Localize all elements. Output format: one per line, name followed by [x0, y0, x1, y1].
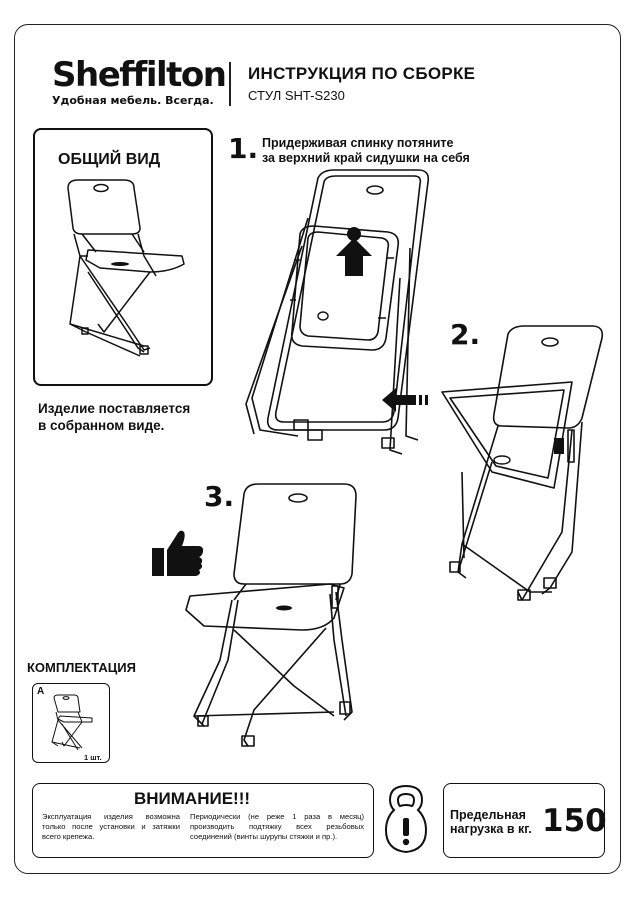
kettlebell-icon: [384, 784, 428, 854]
warning-text-right: Периодически (не реже 1 раза в месяц) пр…: [190, 812, 364, 841]
arrow-left-icon: [382, 388, 428, 412]
load-label: Предельная нагрузка в кг.: [450, 808, 532, 836]
kit-item-quantity: 1 шт.: [84, 753, 102, 762]
kit-title: КОМПЛЕКТАЦИЯ: [27, 660, 136, 675]
step-2-number: 2.: [450, 318, 481, 351]
load-label-line2: нагрузка в кг.: [450, 822, 532, 836]
chair-overview: [67, 179, 185, 357]
kit-item-chair: [51, 694, 93, 751]
brand-tagline: Удобная мебель. Всегда.: [52, 94, 214, 107]
load-label-line1: Предельная: [450, 808, 526, 822]
step-1-text: Придерживая спинку потяните за верхний к…: [262, 136, 470, 166]
brand-name: Sheffilton: [52, 55, 227, 95]
chair-unfolding: [441, 325, 604, 601]
chair-assembled: [185, 483, 357, 747]
warning-title: ВНИМАНИЕ!!!: [134, 789, 251, 808]
header-divider: [229, 62, 231, 106]
chair-folded: [245, 169, 430, 455]
arrow-up-icon: [336, 238, 372, 276]
kit-item-letter: А: [37, 686, 45, 697]
step-3-number: 3.: [204, 480, 235, 513]
overview-note-line2: в собранном виде.: [38, 418, 165, 433]
overview-panel: [33, 128, 213, 386]
step-1-text-line1: Придерживая спинку потяните: [262, 136, 454, 150]
load-panel: [443, 783, 605, 858]
step-1-text-line2: за верхний край сидушки на себя: [262, 151, 470, 165]
page-frame: [14, 24, 621, 874]
load-value: 150: [542, 803, 607, 839]
overview-note-line1: Изделие поставляется: [38, 401, 191, 416]
document-title: ИНСТРУКЦИЯ ПО СБОРКЕ: [248, 64, 476, 83]
product-model: СТУЛ SHT-S230: [248, 88, 345, 103]
brand-logo: Sheffilton Удобная мебель. Всегда.: [52, 55, 227, 107]
warning-text-left: Эксплуатация изделия возможна только пос…: [42, 812, 180, 841]
thumbs-up-icon: [152, 530, 204, 576]
warning-panel: [32, 783, 374, 858]
step-1-number: 1.: [228, 132, 259, 165]
kit-item-panel: [32, 683, 110, 763]
overview-title: ОБЩИЙ ВИД: [58, 151, 161, 168]
overview-note: Изделие поставляется в собранном виде.: [38, 400, 228, 434]
